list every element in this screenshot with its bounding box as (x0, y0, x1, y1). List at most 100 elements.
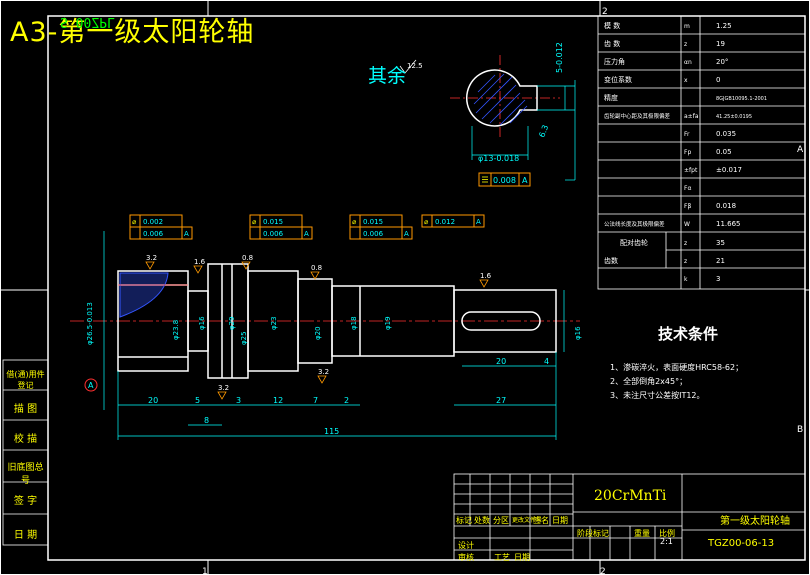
param-name-3: 变位系数 (604, 75, 632, 84)
tb-label-zone: 分区 (493, 516, 509, 525)
dim-l_total: 115 (324, 427, 339, 436)
dim-l8: 8 (204, 416, 209, 425)
dim-key_off: 4 (544, 357, 549, 366)
param-symbol-12: z (684, 240, 687, 247)
param-value-6: 0.035 (716, 130, 736, 138)
param-value-13: 21 (716, 257, 725, 265)
side-label-borrowed: 借(通)用件登记 (6, 370, 45, 390)
dim-key_len: 20 (496, 357, 506, 366)
gdt-ref-box-3 (401, 226, 413, 240)
tb-label-design: 设计 (458, 541, 474, 550)
gdt-ref-box-4 (473, 214, 485, 228)
side-label-sign: 签 字 (13, 496, 38, 507)
side-label-date: 日 期 (13, 530, 38, 541)
gdt-value-a-2: 0.015 (263, 218, 283, 226)
roughness-k1: 3.2 (145, 254, 157, 270)
param-symbol-2: αn (684, 59, 692, 66)
param-symbol-1: z (684, 41, 687, 48)
gdt-symbol-3: ⌀ (352, 218, 356, 226)
param-value-5: 41.25±0.0195 (716, 114, 752, 120)
dim-d7: φ20 (314, 326, 322, 340)
param-value-0: 1.25 (716, 22, 732, 30)
roughness-k7: 1.6 (479, 272, 492, 288)
param-value-8: ±0.017 (716, 166, 742, 174)
drawing-code: TGZ00-06-13 (708, 538, 775, 549)
section-depth: 5-0.012 (555, 42, 564, 73)
tb-label-scale: 比例 (659, 529, 675, 538)
border-mark-bottom-1: 1 (202, 567, 208, 575)
gdt-ref-4: A (476, 218, 481, 226)
roughness-symbol-k1 (145, 261, 155, 270)
dim-d9: φ19 (384, 316, 392, 330)
gdt-ref-box-2 (301, 226, 313, 240)
material-name: 20CrMnTi (594, 488, 667, 504)
gear-parameter-table (597, 15, 806, 290)
section-tolerance: 0.008 (493, 176, 516, 185)
roughness-value-k1: 3.2 (146, 254, 157, 262)
gdt-ref-1: A (184, 230, 189, 238)
dim-l5: 7 (313, 396, 318, 405)
gdt-value-a-1: 0.002 (143, 218, 163, 226)
roughness-value-k6: 3.2 (318, 368, 329, 376)
param-name-13: 齿数 (604, 256, 618, 265)
tb-label-review: 审核 (458, 553, 474, 562)
part-name: 第一级太阳轮轴 (720, 516, 790, 527)
param-value-14: 3 (716, 275, 720, 283)
gdt-value-a-4: 0.012 (435, 218, 455, 226)
param-name-0: 模 数 (604, 21, 620, 30)
datum-label: A (88, 381, 94, 390)
gdt-ref-2: A (304, 230, 309, 238)
gdt-value-b-3: 0.006 (363, 230, 384, 238)
param-symbol-13: z (684, 258, 687, 265)
dim-d3: φ16 (198, 316, 206, 330)
gdt-ref-3: A (404, 230, 409, 238)
roughness-k6: 3.2 (317, 368, 329, 384)
roughness-symbol-k7 (479, 279, 489, 288)
tb-label-count: 处数 (474, 516, 490, 525)
tb-label-change: 更改文件号 (512, 517, 543, 524)
gdt-value-b-1: 0.006 (143, 230, 164, 238)
param-name-12: 配对齿轮 (620, 238, 648, 247)
surface-note-label: 其余 (368, 65, 407, 87)
dim-d2: φ23.8 (172, 320, 180, 340)
gdt-value-b-2: 0.006 (263, 230, 284, 238)
roughness-k3: 0.8 (241, 254, 253, 270)
surface-roughness-value: 12.5 (407, 62, 423, 70)
dim-l4: 12 (273, 396, 283, 405)
mirrored-ghost-text: S 00ZPL (60, 14, 115, 29)
param-value-10: 0.018 (716, 202, 736, 210)
param-symbol-5: a±fa (684, 113, 699, 120)
dim-d10: φ16 (574, 326, 582, 340)
section-diameter: φ13-0.018 (478, 154, 519, 163)
tb-label-date-2: 日期 (514, 553, 530, 562)
gdt-value-a-3: 0.015 (363, 218, 383, 226)
dim-l7: 27 (496, 396, 506, 405)
param-symbol-8: ±fpt (684, 167, 698, 174)
param-symbol-3: x (684, 77, 688, 84)
param-symbol-14: k (684, 276, 688, 283)
roughness-symbol-k6 (317, 375, 327, 384)
tb-label-stage: 阶段标记 (577, 529, 609, 538)
left-side-panel (2, 359, 49, 546)
tb-label-sign: 签名 (533, 516, 549, 525)
roughness-value-k5: 3.2 (218, 384, 229, 392)
gdt-ref-box-1 (181, 226, 193, 240)
dim-l3: 3 (236, 396, 241, 405)
tech-line-1: 1、渗碳淬火，表面硬度HRC58-62； (610, 363, 744, 372)
dim-d6: φ23 (270, 316, 278, 330)
tech-line-3: 3、未注尺寸公差按IT12。 (610, 391, 705, 400)
border-mark-right-a: A (797, 145, 804, 155)
param-name-5: 齿轮副中心距及其极限偏差 (604, 112, 671, 120)
roughness-k2: 1.6 (193, 258, 206, 274)
roughness-value-k4: 0.8 (311, 264, 322, 272)
tb-label-weight: 重量 (634, 529, 650, 538)
section-roughness: 6.3 (537, 124, 550, 139)
drawing-scale: 2:1 (660, 537, 673, 546)
gdt-frame-3: ⌀ 0.015 0.006 A (349, 214, 413, 240)
border-mark-bottom-2: 2 (600, 567, 606, 575)
tb-label-process: 工艺 (494, 553, 510, 562)
